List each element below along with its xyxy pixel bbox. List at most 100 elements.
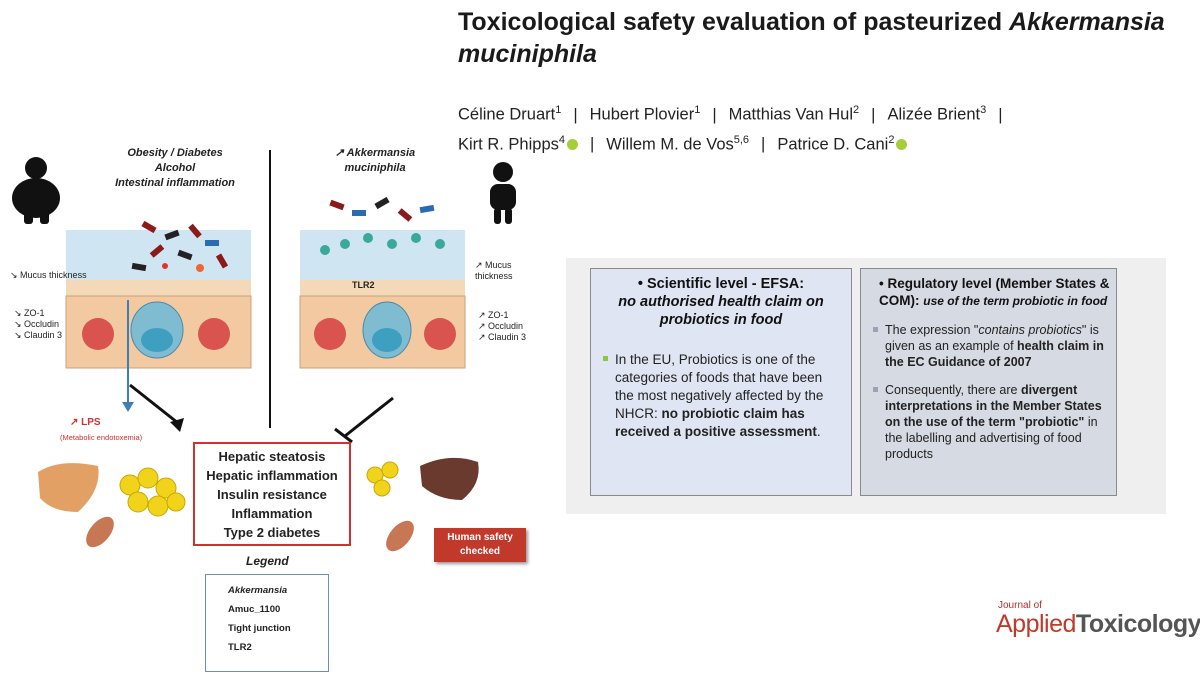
author-name[interactable]: Willem M. de Vos bbox=[606, 135, 734, 153]
heading-obesity: Obesity / Diabetes bbox=[127, 147, 223, 159]
junction-occludin: ↗ Occludin bbox=[478, 321, 524, 331]
bullet-text: The expression " bbox=[885, 323, 979, 337]
bullet-text: Consequently, there are bbox=[885, 383, 1021, 397]
panel-right-bullet-2: Consequently, there are divergent interp… bbox=[873, 382, 1106, 462]
journal-applied: Applied bbox=[996, 610, 1076, 638]
author-name[interactable]: Hubert Plovier bbox=[589, 105, 695, 124]
junction-zo1: ↘ ZO-1 bbox=[14, 308, 45, 318]
author-name[interactable]: Matthias Van Hul bbox=[728, 105, 854, 124]
author-affiliation: 4 bbox=[558, 133, 565, 146]
legend-title: Legend bbox=[246, 554, 289, 568]
bullet-text: " is given as an example of bbox=[885, 323, 1099, 353]
left-condition-heading: Obesity / Diabetes Alcohol Intestinal in… bbox=[100, 146, 250, 191]
bullet-end: . bbox=[816, 424, 821, 439]
author-separator: | bbox=[590, 135, 595, 153]
adipose-icon-left bbox=[119, 467, 186, 517]
author-separator: | bbox=[998, 105, 1003, 124]
legend-box: Akkermansia Amuc_1100 Tight junction TLR… bbox=[205, 574, 329, 672]
legend-akkermansia: Akkermansia bbox=[228, 585, 288, 596]
right-intestine-panel bbox=[299, 230, 466, 369]
author-affiliation: 3 bbox=[980, 104, 987, 116]
author-name[interactable]: Alizée Brient bbox=[887, 105, 981, 124]
outcome-item: Inflammation bbox=[231, 505, 313, 521]
bullet-bold: no probiotic claim has received a positi… bbox=[615, 406, 817, 439]
adipose-icon-right bbox=[366, 461, 399, 497]
author-affiliation: 1 bbox=[555, 104, 562, 116]
heading-akkermansia: ↗ Akkermansia bbox=[334, 147, 416, 159]
scientific-level-panel: • Scientific level - EFSA: no authorised… bbox=[590, 268, 852, 496]
left-junction-list: ↘ ZO-1 ↘ Occludin ↘ Claudin 3 bbox=[14, 308, 62, 341]
author-list: Céline Druart1|Hubert Plovier1|Matthias … bbox=[458, 98, 1178, 157]
title-species: Akkermansia muciniphila bbox=[458, 8, 1165, 68]
legend-amuc: Amuc_1100 bbox=[228, 604, 281, 615]
title-text: Toxicological safety evaluation of paste… bbox=[458, 8, 1010, 36]
paper-title: Toxicological safety evaluation of paste… bbox=[458, 6, 1188, 70]
journal-logo: Journal of AppliedToxicology bbox=[996, 600, 1200, 637]
muscle-icon-right bbox=[386, 520, 414, 552]
intestine-illustration bbox=[12, 150, 516, 651]
panel-right-subtitle: use of the term probiotic in food bbox=[923, 294, 1108, 308]
junction-zo1: ↗ ZO-1 bbox=[478, 310, 509, 320]
author-separator: | bbox=[871, 105, 876, 124]
journal-name: AppliedToxicology bbox=[996, 611, 1200, 637]
heading-inflammation: Intestinal inflammation bbox=[115, 177, 235, 189]
outcome-item: Hepatic inflammation bbox=[206, 467, 338, 483]
journal-of-text: Journal of bbox=[998, 600, 1042, 611]
junction-occludin: ↘ Occludin bbox=[14, 319, 60, 329]
lps-sublabel: (Metabolic endotoxemia) bbox=[60, 433, 143, 442]
regulatory-level-panel: • Regulatory level (Member States & COM)… bbox=[860, 268, 1117, 496]
muscle-icon-left bbox=[86, 516, 114, 548]
heading-muciniphila: muciniphila bbox=[344, 162, 406, 174]
author-name[interactable]: Kirt R. Phipps bbox=[458, 135, 559, 153]
panel-right-heading: • Regulatory level (Member States & COM)… bbox=[861, 275, 1116, 310]
arrow-left-to-outcomes bbox=[129, 383, 179, 425]
legend-tight-junction: Tight junction bbox=[228, 623, 291, 634]
panel-left-subtitle: no authorised health claim on probiotics… bbox=[618, 294, 824, 328]
orcid-icon[interactable] bbox=[567, 139, 578, 151]
legend-tlr2: TLR2 bbox=[228, 642, 252, 653]
outcomes-box: Hepatic steatosis Hepatic inflammation I… bbox=[193, 442, 351, 546]
liver-icon-left bbox=[38, 463, 99, 512]
author-affiliation: 2 bbox=[888, 133, 895, 146]
bullet-text: In the EU, Probiotics is one of the cate… bbox=[615, 352, 824, 421]
author-separator: | bbox=[573, 105, 578, 124]
outcome-item: Type 2 diabetes bbox=[223, 524, 321, 540]
panel-right-title: • Regulatory level (Member States & COM)… bbox=[879, 276, 1110, 308]
author-name[interactable]: Patrice D. Cani bbox=[777, 135, 889, 153]
left-bacteria-cluster bbox=[131, 220, 229, 272]
author-affiliation: 1 bbox=[694, 104, 701, 116]
bullet-bold: divergent interpretations in the Member … bbox=[885, 383, 1102, 429]
panel-left-title: • Scientific level - EFSA: bbox=[637, 276, 805, 292]
author-separator: | bbox=[761, 135, 766, 153]
tlr2-label: TLR2 bbox=[352, 280, 375, 290]
outcome-item: Hepatic steatosis bbox=[218, 448, 326, 464]
author-affiliation: 5,6 bbox=[733, 133, 750, 146]
left-mucus-label: ↘ Mucus thickness bbox=[10, 270, 87, 280]
outcome-item: Insulin resistance bbox=[217, 486, 327, 502]
orcid-icon[interactable] bbox=[896, 139, 908, 151]
junction-claudin: ↗ Claudin 3 bbox=[478, 332, 527, 342]
author-separator: | bbox=[712, 105, 717, 124]
panel-left-heading: • Scientific level - EFSA: no authorised… bbox=[591, 275, 851, 329]
right-condition-heading: ↗ Akkermansia muciniphila bbox=[320, 146, 430, 176]
heading-alcohol: Alcohol bbox=[154, 162, 196, 174]
bullet-italic: contains probiotics bbox=[978, 323, 1082, 337]
bullet-text: in the labelling and advertising of food… bbox=[885, 415, 1098, 461]
lps-label: ↗ LPS bbox=[70, 417, 101, 428]
human-safety-badge: Human safety checked bbox=[434, 528, 526, 562]
panel-left-bullet: In the EU, Probiotics is one of the cate… bbox=[603, 351, 841, 441]
obese-person-icon bbox=[12, 157, 60, 224]
left-intestine-panel bbox=[65, 230, 252, 412]
graphical-abstract: Obesity / Diabetes Alcohol Intestinal in… bbox=[0, 140, 560, 675]
bullet-bold: health claim in the EC Guidance of 2007 bbox=[885, 339, 1104, 369]
right-mucus-label: ↗ Mucus thickness bbox=[475, 260, 513, 281]
right-bacteria-cluster bbox=[320, 196, 445, 255]
author-name[interactable]: Céline Druart bbox=[458, 105, 556, 124]
junction-claudin: ↘ Claudin 3 bbox=[14, 330, 63, 340]
author-affiliation: 2 bbox=[853, 104, 860, 116]
journal-toxicology: Toxicology bbox=[1075, 610, 1200, 638]
right-junction-list: ↗ ZO-1 ↗ Occludin ↗ Claudin 3 bbox=[478, 310, 526, 343]
lean-person-icon bbox=[490, 162, 516, 224]
liver-icon-right bbox=[420, 457, 479, 500]
panel-right-bullet-1: The expression "contains probiotics" is … bbox=[873, 322, 1106, 370]
